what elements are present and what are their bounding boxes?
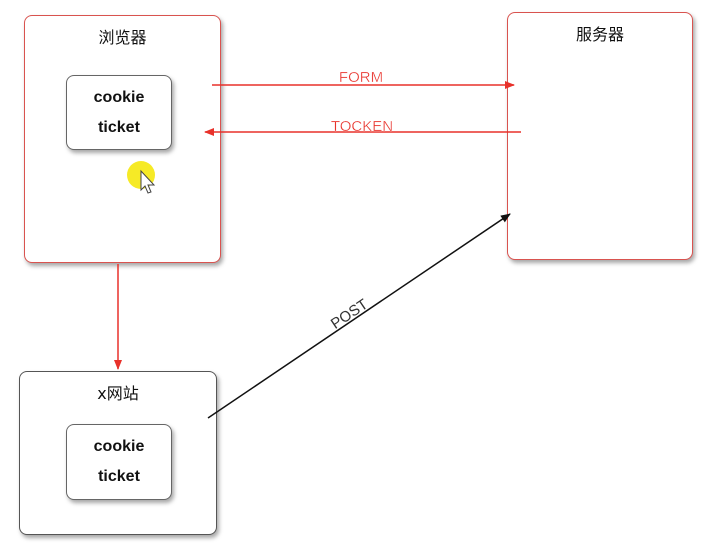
mouse-pointer-icon: [140, 169, 156, 194]
browser-title: 浏览器: [98, 28, 147, 47]
post-arrow: [207, 213, 511, 419]
server-box: 服务器: [507, 12, 693, 260]
browser-cookie-label: cookie: [93, 88, 145, 106]
x-site-title: x网站: [97, 384, 139, 403]
browser-cookie-box: cookie ticket: [66, 75, 172, 150]
x-site-ticket-label: ticket: [98, 468, 140, 485]
x-site-cookie-label: cookie: [93, 438, 145, 455]
x-site-box: x网站 cookie ticket: [19, 371, 217, 535]
post-label: POST: [328, 296, 371, 333]
x-site-cookie-box: cookie ticket: [66, 424, 172, 500]
browser-box: 浏览器 cookie ticket: [24, 15, 221, 263]
browser-ticket-label: ticket: [98, 118, 140, 136]
form-label: FORM: [339, 69, 383, 86]
server-title: 服务器: [575, 25, 624, 44]
tocken-label: TOCKEN: [331, 118, 393, 135]
